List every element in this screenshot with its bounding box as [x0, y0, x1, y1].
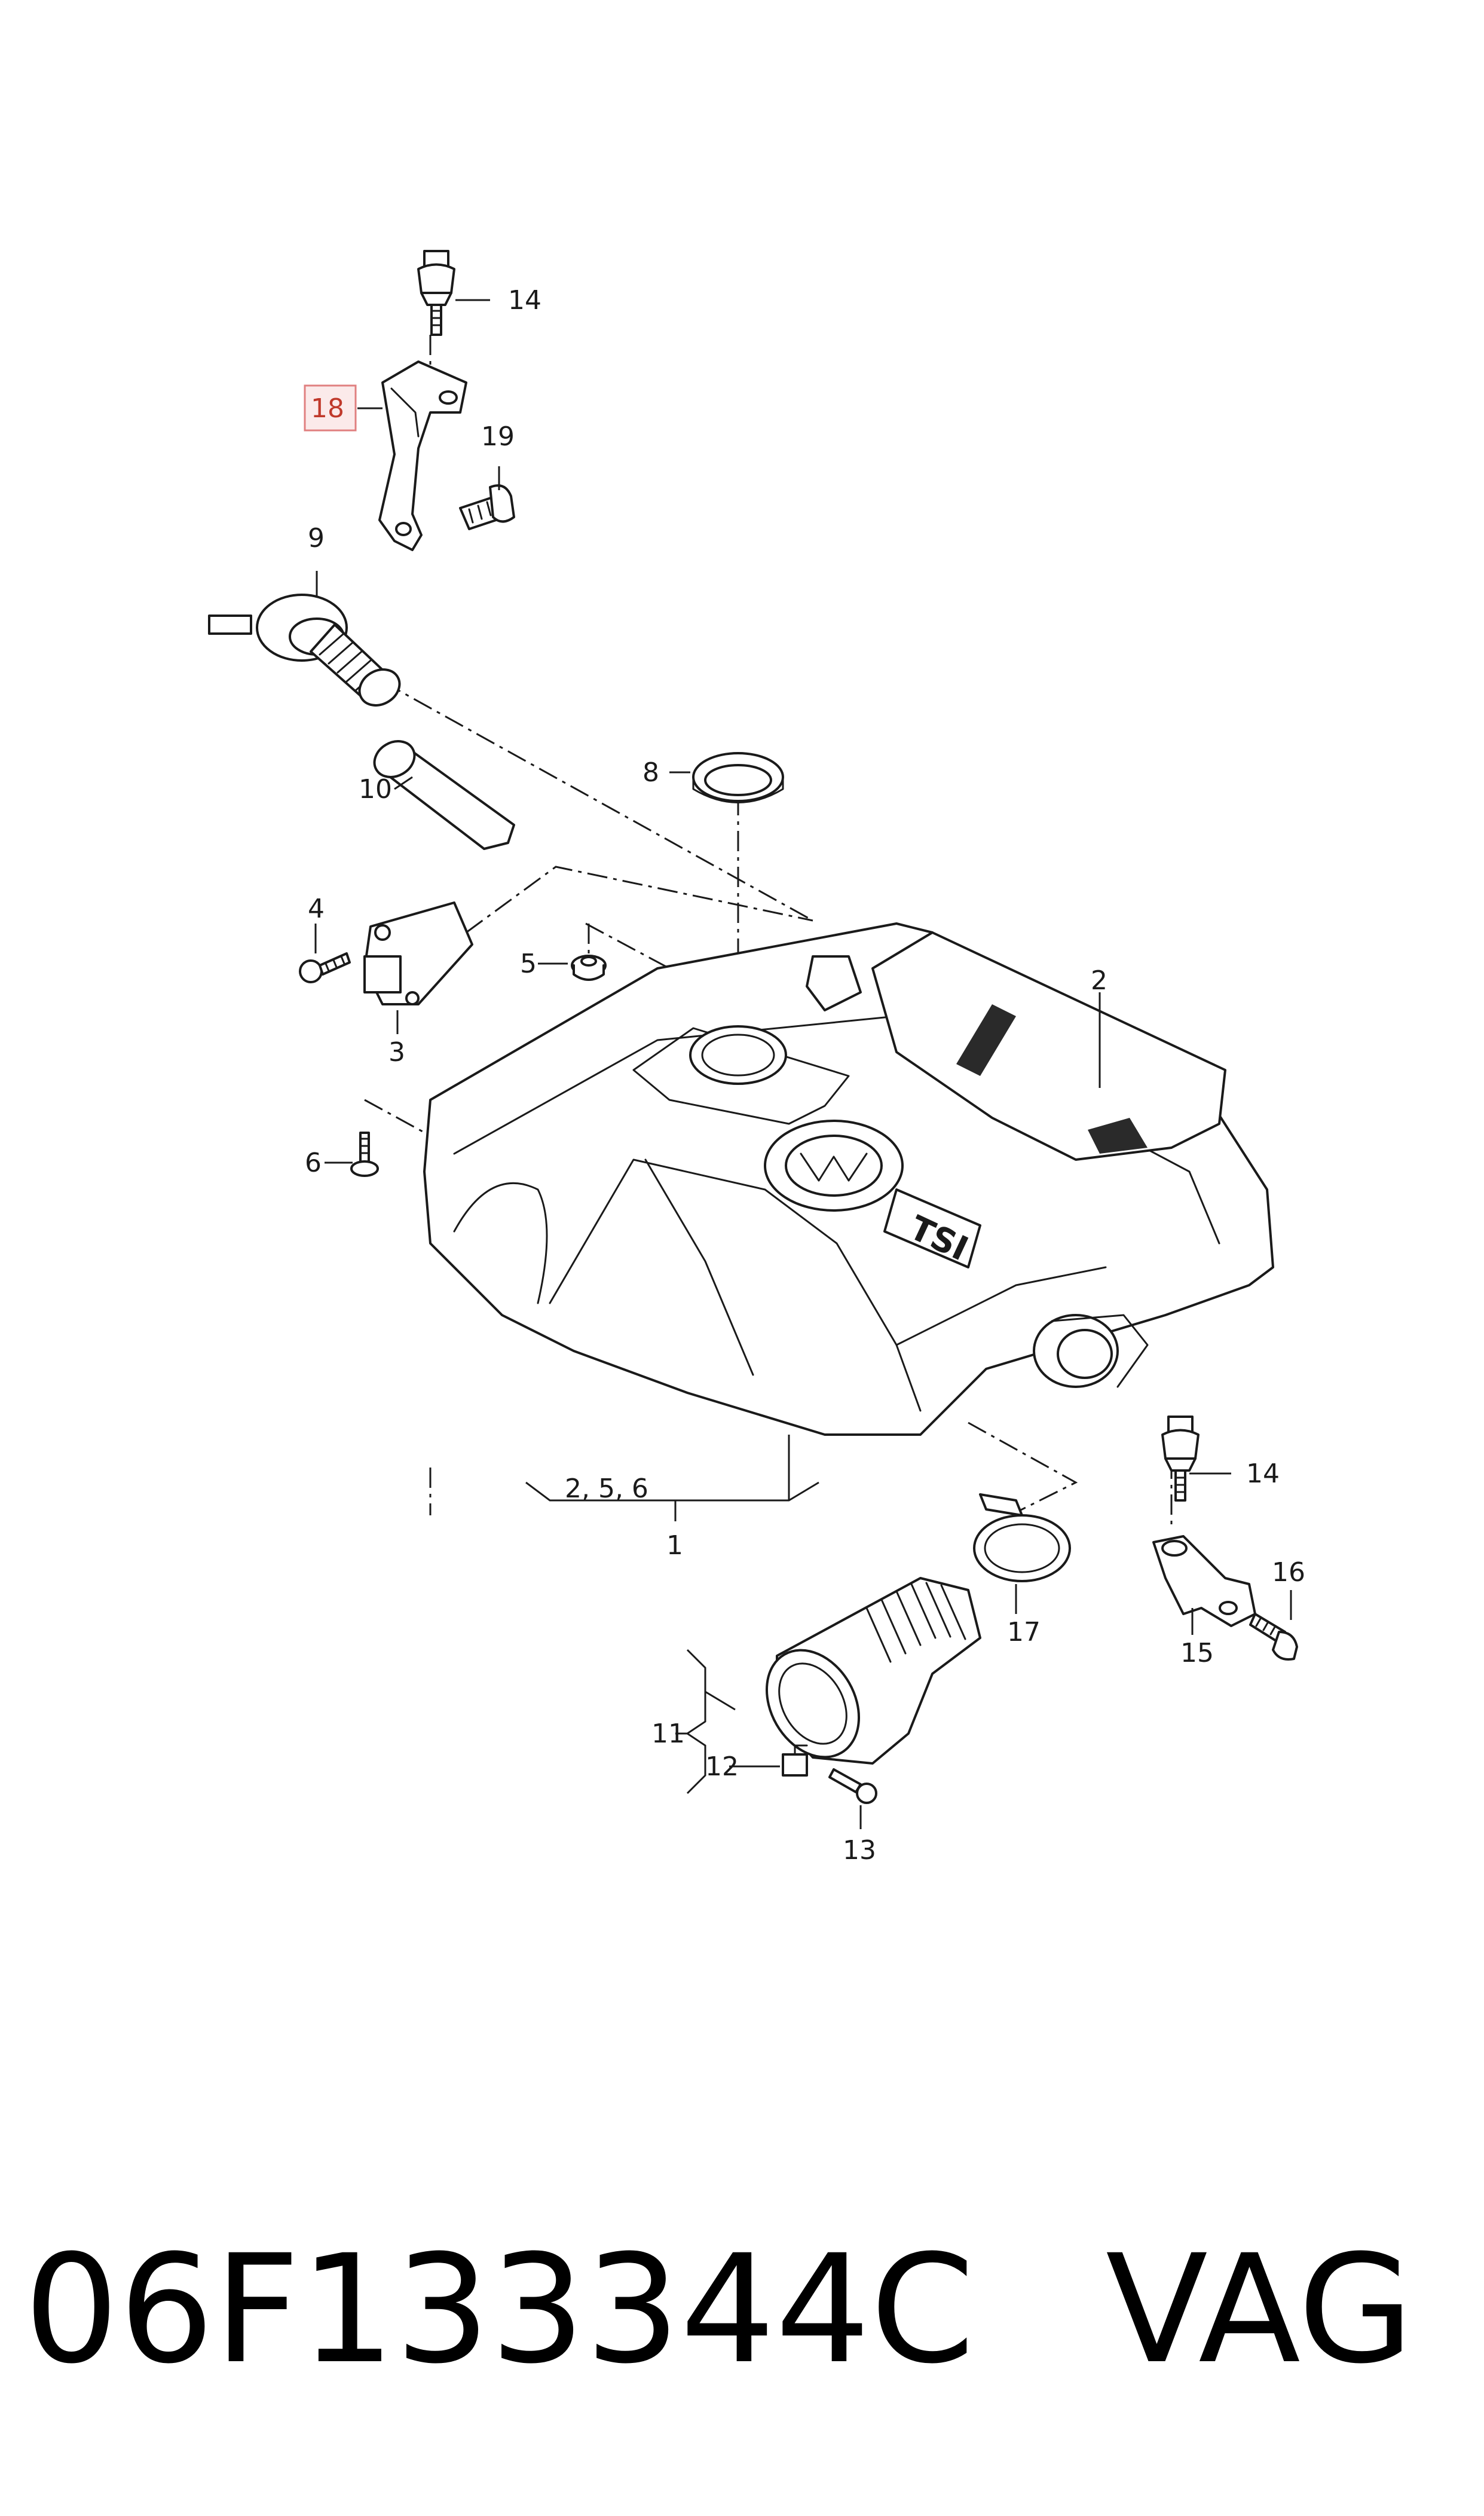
callout-9: 9: [308, 523, 325, 554]
callout-labels: 14 18 19 9 10 8 2 4 5 3 6 2, 5, 6 1 14 1…: [305, 285, 1305, 1866]
callout-10: 10: [359, 774, 392, 805]
highlight-box-18: [304, 384, 357, 432]
clip-12: [782, 1744, 808, 1777]
grommet-5: [571, 955, 607, 981]
engine-cover-1: TSI: [423, 922, 1274, 1436]
callout-17: 17: [1007, 1617, 1041, 1647]
callout-1: 1: [666, 1530, 683, 1561]
callout-19: 19: [481, 421, 515, 452]
callout-2: 2: [1091, 965, 1107, 996]
bracket-18: [378, 360, 467, 551]
intake-pipe-11: [765, 1577, 981, 1765]
callout-3: 3: [388, 1037, 405, 1068]
bolt-14-top: [417, 250, 455, 336]
leader-lines: [314, 299, 1292, 1829]
callout-14-right: 14: [1246, 1459, 1280, 1489]
footer: 06F133344C VAG: [24, 2222, 1413, 2396]
screw-13: [828, 1768, 877, 1804]
hose-connector-9: [208, 594, 401, 707]
sensor-3: [363, 901, 473, 1005]
bolt-14-right: [1161, 1416, 1200, 1502]
callout-8: 8: [642, 757, 659, 788]
bracket-15: [1152, 1535, 1256, 1627]
callout-11: 11: [651, 1719, 685, 1749]
screw-6: [350, 1132, 379, 1177]
callout-14-top: 14: [508, 285, 541, 316]
callout-6: 6: [305, 1148, 322, 1178]
callout-5: 5: [520, 949, 537, 979]
hose-10: [373, 740, 515, 850]
bolt-19: [459, 484, 515, 530]
seal-8: [692, 752, 784, 803]
screw-4: [299, 952, 351, 983]
callout-16: 16: [1272, 1557, 1305, 1588]
callout-2-5-6: 2, 5, 6: [565, 1473, 648, 1504]
bolt-16: [1249, 1613, 1298, 1661]
callout-15: 15: [1180, 1638, 1214, 1668]
callout-12: 12: [705, 1751, 739, 1782]
hose-clamp-17: [973, 1493, 1071, 1582]
callout-13: 13: [843, 1835, 876, 1866]
brand-label: VAG: [1106, 2222, 1413, 2396]
part-number: 06F133344C: [24, 2222, 975, 2396]
callout-18: 18: [311, 393, 344, 424]
callout-4: 4: [308, 894, 325, 924]
